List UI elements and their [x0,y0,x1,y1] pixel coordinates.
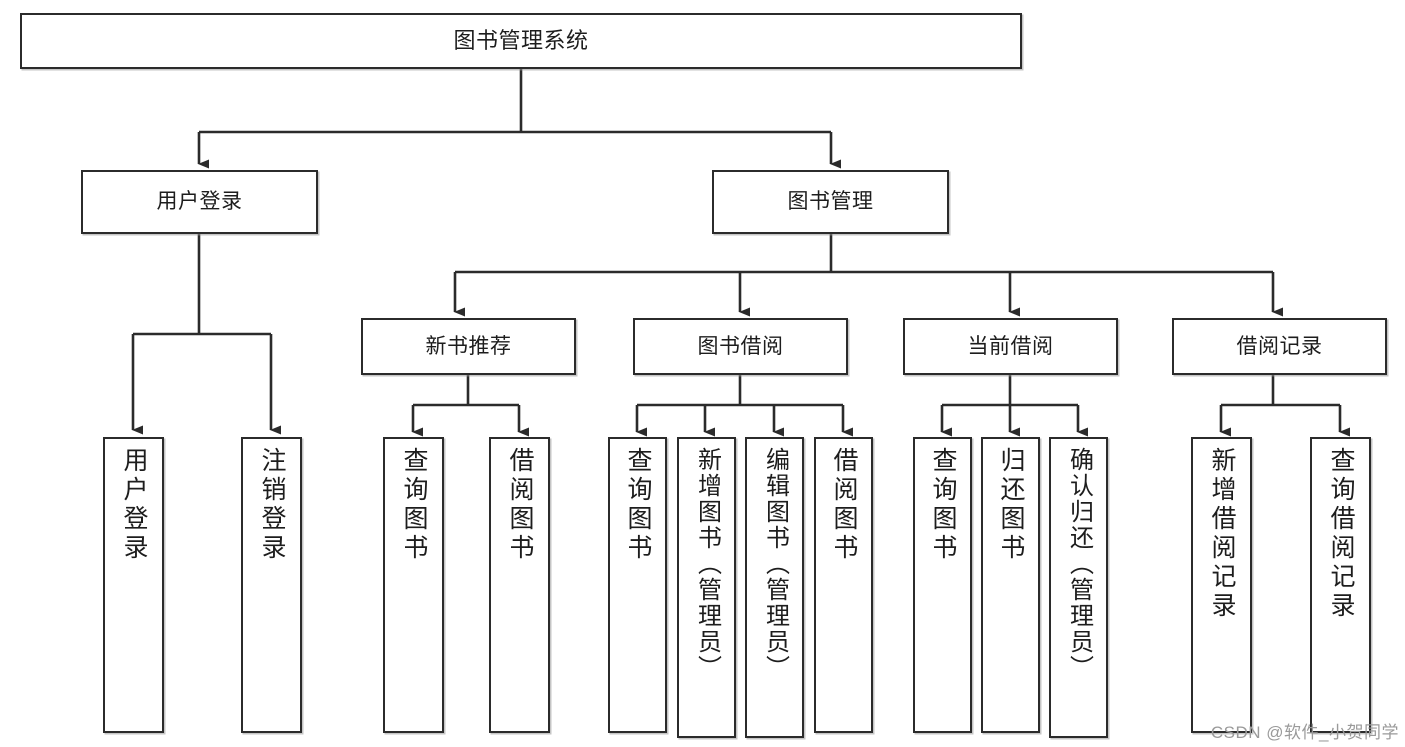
leaf-return-book[interactable]: 归还图书 [981,437,1040,733]
leaf-user-login[interactable]: 用户登录 [103,437,164,733]
node-borrow-record[interactable]: 借阅记录 [1172,318,1387,375]
leaf-query-book-current[interactable]: 查询图书 [913,437,972,733]
node-label: 用户登录 [156,190,243,214]
node-label: 编辑图书（管理员） [761,447,789,681]
node-new-book-recommend[interactable]: 新书推荐 [361,318,576,375]
leaf-edit-book-admin[interactable]: 编辑图书（管理员） [745,437,804,738]
node-user-login[interactable]: 用户登录 [81,170,318,234]
leaf-add-book-admin[interactable]: 新增图书（管理员） [677,437,736,738]
node-current-borrow[interactable]: 当前借阅 [903,318,1118,375]
node-label: 借阅图书 [506,447,534,563]
node-book-borrow[interactable]: 图书借阅 [633,318,848,375]
node-label: 查询图书 [624,447,652,563]
node-label: 图书管理系统 [453,28,589,54]
node-label: 确认归还（管理员） [1065,447,1093,681]
node-label: 图书借阅 [697,334,784,358]
leaf-borrow-book-newbook[interactable]: 借阅图书 [489,437,550,733]
node-label: 借阅记录 [1236,334,1323,358]
leaf-query-book-borrow[interactable]: 查询图书 [608,437,667,733]
leaf-logout[interactable]: 注销登录 [241,437,302,733]
leaf-borrow-book[interactable]: 借阅图书 [814,437,873,733]
node-label: 新增借阅记录 [1208,447,1236,621]
node-label: 查询借阅记录 [1327,447,1355,621]
leaf-confirm-return-admin[interactable]: 确认归还（管理员） [1049,437,1108,738]
node-label: 借阅图书 [830,447,858,563]
node-label: 查询图书 [929,447,957,563]
node-label: 查询图书 [400,447,428,563]
node-label: 新增图书（管理员） [693,447,721,681]
node-label: 图书管理 [787,190,874,214]
node-label: 用户登录 [120,447,148,563]
node-label: 注销登录 [258,447,286,563]
node-root-system[interactable]: 图书管理系统 [20,13,1022,69]
node-label: 当前借阅 [967,334,1054,358]
csdn-watermark: CSDN @软件_小贺同学 [1210,723,1399,742]
node-label: 新书推荐 [425,334,512,358]
leaf-add-borrow-record[interactable]: 新增借阅记录 [1191,437,1252,733]
leaf-query-book-newbook[interactable]: 查询图书 [383,437,444,733]
node-label: 归还图书 [997,447,1025,563]
node-book-management[interactable]: 图书管理 [712,170,949,234]
leaf-query-borrow-record[interactable]: 查询借阅记录 [1310,437,1371,733]
